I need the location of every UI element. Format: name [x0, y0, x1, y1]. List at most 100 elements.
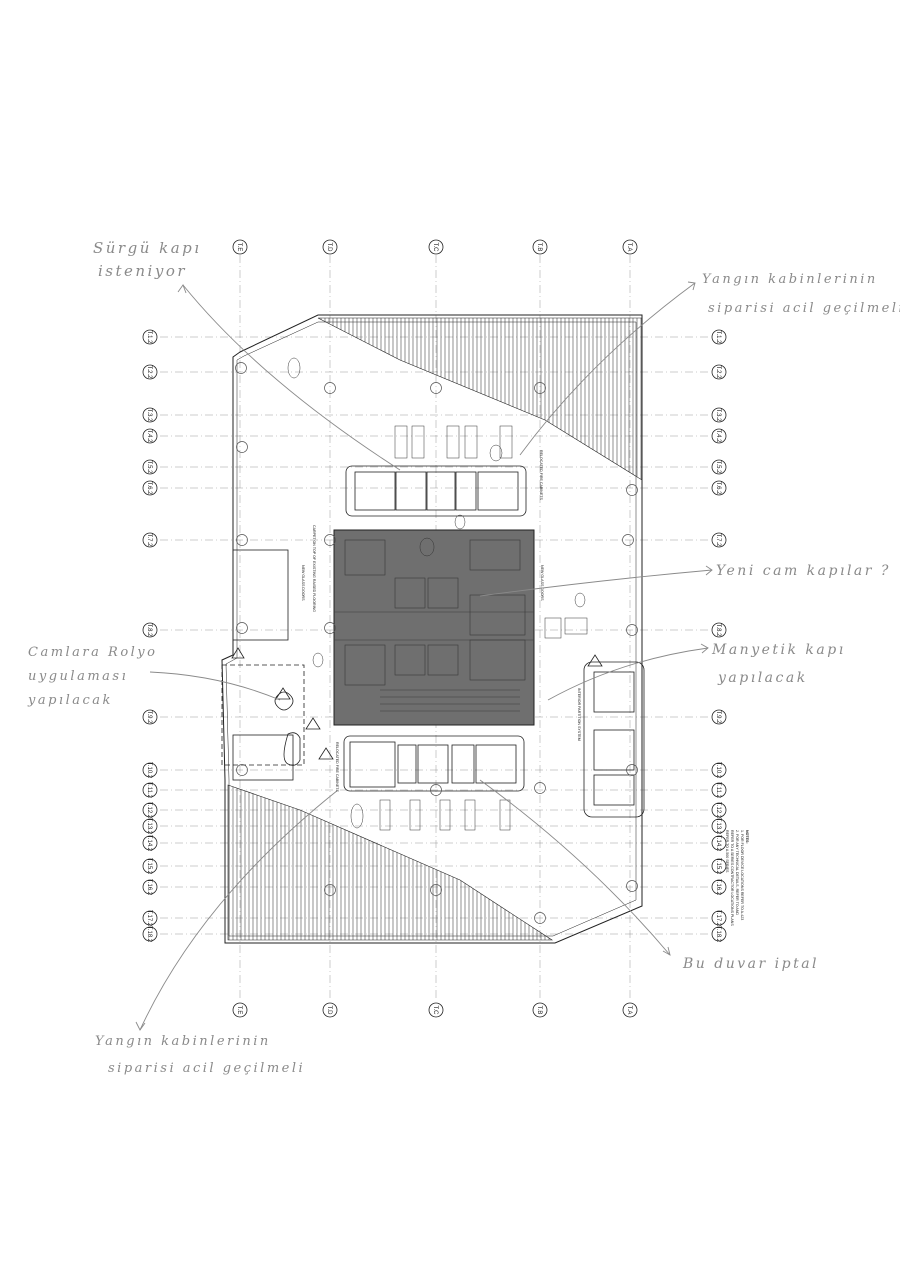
svg-text:T.A: T.A	[626, 1006, 632, 1015]
svg-text:T.13.2: T.13.2	[146, 818, 152, 835]
grid-bubble-right: T.12.2	[711, 802, 727, 819]
column-circle	[236, 441, 248, 453]
grid-bubble-right: T.2.2	[711, 364, 727, 380]
grid-bubble-right: T.17.2	[711, 910, 727, 927]
svg-text:T.16.2: T.16.2	[146, 879, 152, 896]
svg-text:T.6.2: T.6.2	[146, 481, 152, 495]
note-new-doors: Yeni cam kapılar ?	[716, 563, 891, 579]
note-roller-blind-line3: yapılacak	[27, 693, 113, 708]
svg-text:T.E: T.E	[236, 243, 242, 252]
grid-bubble-right: T.4.2	[711, 428, 727, 444]
note-magnetic-door-line1: Manyetik kapı	[711, 642, 846, 658]
svg-text:T.18.2: T.18.2	[715, 926, 721, 943]
fire-cabinet-group-bottom	[343, 735, 525, 792]
grid-bubble-left: T.1.2	[142, 329, 158, 345]
column-circle	[324, 382, 336, 394]
grid-bubble-bottom: T.B	[532, 1002, 548, 1018]
column-circle	[430, 382, 442, 394]
grid-bubble-right: T.7.2	[711, 532, 727, 548]
grid-bubble-left: T.4.2	[142, 428, 158, 444]
svg-text:T.5.2: T.5.2	[146, 460, 152, 474]
grid-bubble-left: T.10.2	[142, 762, 158, 779]
grid-bubble-left: T.9.2	[142, 709, 158, 725]
note-roller-blind-line2: uygulaması	[28, 669, 128, 684]
relocated-fire-cabinets-top-label: RELOCATED FIRE CABINETS	[539, 450, 543, 500]
svg-text:T.9.2: T.9.2	[146, 710, 152, 724]
grid-bubble-left: T.17.2	[142, 910, 158, 927]
column-circle	[236, 534, 248, 546]
left-room	[221, 664, 305, 766]
column-markers	[235, 362, 638, 924]
grid-bubble-right: T.14.2	[711, 835, 727, 852]
hatched-area-bottom	[227, 784, 554, 941]
svg-text:T.D: T.D	[326, 243, 332, 253]
carpet-note-label: CARPET ON TOP OF EXISTING RAISED FLOORIN…	[312, 525, 316, 612]
column-circle	[430, 884, 442, 896]
column-circle	[324, 622, 336, 634]
hatched-area-top	[317, 317, 643, 481]
new-glass-doors-left-label: NEW GLASS DOORS	[301, 565, 305, 601]
leader-magnetic-door	[547, 647, 709, 701]
svg-text:T.B: T.B	[536, 1006, 542, 1015]
leader-fire-cabinets-bottom	[139, 789, 339, 1031]
svg-text:T.1.2: T.1.2	[146, 330, 152, 344]
note-fire-cabinets-bottom-line1: Yangın kabinlerinin	[95, 1034, 271, 1049]
svg-text:T.A: T.A	[626, 243, 632, 252]
svg-text:T.3.2: T.3.2	[146, 408, 152, 422]
grid-bubble-right: T.1.2	[711, 329, 727, 345]
grid-bubble-left: T.13.2	[142, 818, 158, 835]
svg-text:T.4.2: T.4.2	[715, 429, 721, 443]
handwritten-annotations: Sürgü kapı isteniyor Yangın kabinlerinin…	[27, 239, 900, 1076]
note-sliding-door-line2: isteniyor	[98, 262, 187, 280]
notes-line-2: 2. FOR ANY TECHNICAL DETAILS, REFER TO A…	[735, 830, 739, 915]
svg-text:T.8.2: T.8.2	[146, 623, 152, 637]
grid-bubble-right: T.8.2	[711, 622, 727, 638]
fire-cabinet-group-top	[345, 465, 527, 517]
svg-text:T.18.2: T.18.2	[146, 926, 152, 943]
svg-text:T.13.2: T.13.2	[715, 818, 721, 835]
notes-line-3: REFER TO A SERIES CONTRACTOR LOCATIONS P…	[730, 830, 734, 926]
grid-bubble-left: T.16.2	[142, 879, 158, 896]
svg-text:T.3.2: T.3.2	[715, 408, 721, 422]
svg-text:T.6.2: T.6.2	[715, 481, 721, 495]
interior-partition-label: INTERIOR PARTITION SYSTEM	[577, 688, 581, 741]
grid-bubble-left: T.3.2	[142, 407, 158, 423]
partition-system-room	[583, 661, 645, 818]
note-sliding-door-line1: Sürgü kapı	[93, 239, 202, 257]
svg-text:T.11.2: T.11.2	[715, 782, 721, 799]
building-core	[333, 529, 535, 726]
grid-bubble-right: T.16.2	[711, 879, 727, 896]
grid-bubble-right: T.5.2	[711, 459, 727, 475]
partition-rooms	[221, 465, 645, 818]
revision-triangles	[231, 647, 603, 760]
grid-bubble-left: T.11.2	[142, 782, 158, 799]
svg-text:T.12.2: T.12.2	[715, 802, 721, 819]
leader-new-doors	[479, 569, 713, 597]
grid-bubble-right: T.6.2	[711, 480, 727, 496]
svg-text:T.1.2: T.1.2	[715, 330, 721, 344]
svg-text:T.14.2: T.14.2	[146, 835, 152, 852]
column-circle	[430, 784, 442, 796]
leader-fire-cabinets-top	[519, 282, 696, 456]
column-circle	[626, 484, 638, 496]
svg-text:T.C: T.C	[432, 243, 438, 253]
grid-bubble-right: T.15.2	[711, 858, 727, 875]
svg-text:T.2.2: T.2.2	[715, 365, 721, 379]
svg-text:T.8.2: T.8.2	[715, 623, 721, 637]
note-magnetic-door-line2: yapılacak	[717, 670, 808, 686]
svg-text:T.17.2: T.17.2	[715, 910, 721, 927]
grid-bubble-left: T.8.2	[142, 622, 158, 638]
note-fire-cabinets-bottom-line2: siparisi acil geçilmeli	[108, 1061, 305, 1076]
svg-text:T.D: T.D	[326, 1006, 332, 1016]
svg-text:T.2.2: T.2.2	[146, 365, 152, 379]
note-wall-cancel: Bu duvar iptal	[682, 956, 819, 972]
grid-bubble-right: T.10.2	[711, 762, 727, 779]
grid-bubble-left: T.7.2	[142, 532, 158, 548]
svg-text:T.10.2: T.10.2	[715, 762, 721, 779]
column-circle	[236, 622, 248, 634]
svg-text:T.11.2: T.11.2	[146, 782, 152, 799]
column-circle	[236, 764, 248, 776]
new-glass-doors-right-label: NEW GLASS DOORS	[540, 565, 544, 601]
